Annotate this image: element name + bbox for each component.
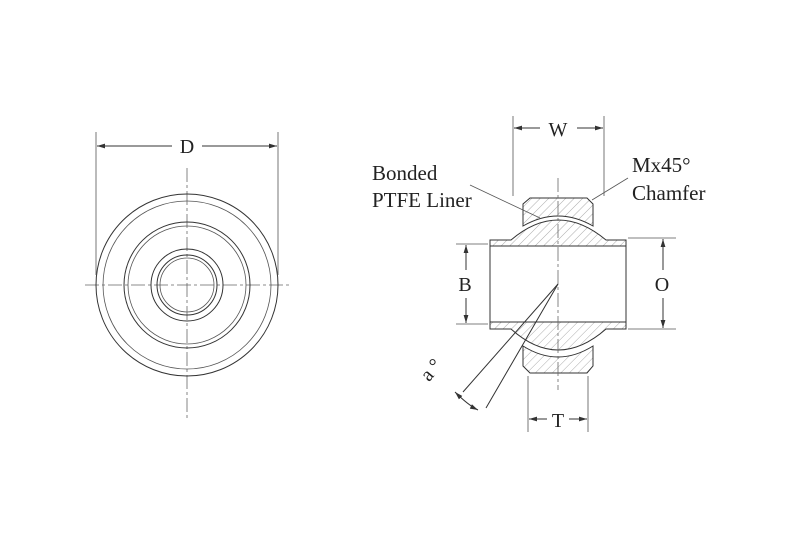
dim-d-label: D: [180, 136, 194, 158]
angle-arc: [454, 391, 479, 411]
bore-chamfer-circle: [159, 257, 215, 313]
outer-race-circle: [95, 193, 279, 377]
liner-label-line1: Bonded: [372, 161, 438, 185]
dim-o-label: O: [655, 274, 669, 296]
ball-circle: [123, 221, 251, 349]
angle-line-upper: [462, 283, 559, 393]
chamfer-leader-line: [591, 177, 629, 201]
liner-label-line2: PTFE Liner: [372, 188, 472, 212]
chamfer-label-line2: Chamfer: [632, 181, 705, 205]
dim-w-label: W: [549, 119, 568, 141]
section-view: W B O T a ° Bonded PTFE Liner Mx45° Cham…: [372, 116, 705, 432]
angle-label: a °: [416, 355, 447, 386]
ball-inner-circle: [127, 225, 247, 345]
bore-circle: [156, 254, 218, 316]
dim-b-label: B: [458, 274, 471, 296]
bore-outer-circle: [150, 248, 224, 322]
chamfer-label-line1: Mx45°: [632, 153, 691, 177]
dim-t-label: T: [552, 410, 564, 432]
outer-chamfer-circle: [102, 200, 272, 370]
outer-race-bottom-section: [522, 345, 594, 374]
angle-line-lower: [485, 283, 559, 409]
liner-leader-line: [469, 184, 541, 219]
front-view: D: [85, 132, 290, 418]
